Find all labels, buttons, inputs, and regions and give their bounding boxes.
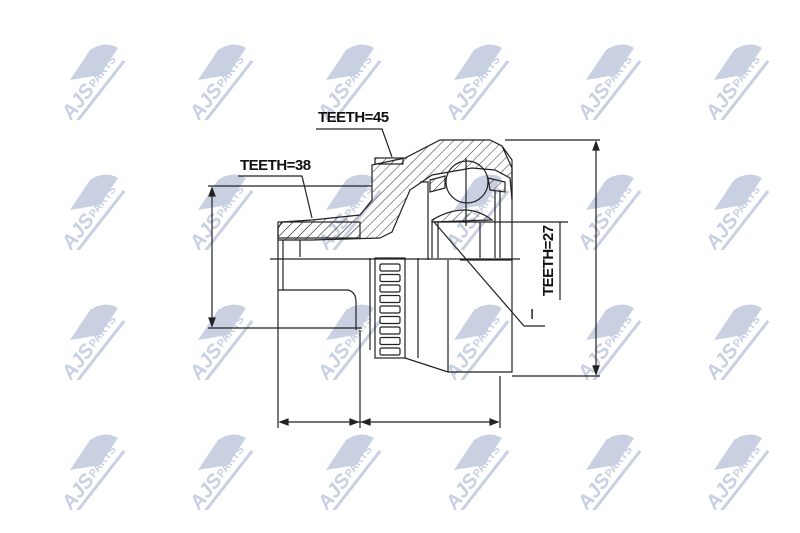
ajs-parts-watermark: AJS PARTS <box>424 20 524 127</box>
ajs-parts-watermark: AJS PARTS <box>684 150 784 257</box>
ajs-parts-watermark: AJS PARTS <box>556 20 656 127</box>
ajs-parts-watermark: AJS PARTS <box>684 20 784 127</box>
ajs-parts-watermark: AJS PARTS <box>556 410 656 517</box>
ajs-parts-watermark: AJS PARTS <box>168 20 268 127</box>
ajs-parts-watermark: AJS PARTS <box>168 280 268 387</box>
teeth-45-label: TEETH=45 <box>318 109 389 126</box>
teeth-27-label: TEETH=27 <box>540 225 557 296</box>
teeth-38-label: TEETH=38 <box>240 157 311 174</box>
ajs-parts-watermark: AJS PARTS <box>40 410 140 517</box>
ajs-parts-watermark: AJS PARTS <box>684 280 784 387</box>
ajs-parts-watermark: AJS PARTS <box>40 280 140 387</box>
ajs-parts-watermark: AJS PARTS <box>684 410 784 517</box>
ajs-parts-watermark: AJS PARTS <box>556 280 656 387</box>
ajs-parts-watermark: AJS PARTS <box>40 20 140 127</box>
ajs-parts-watermark: AJS PARTS <box>168 410 268 517</box>
ajs-parts-watermark: AJS PARTS <box>556 150 656 257</box>
ajs-parts-watermark: AJS PARTS <box>296 410 396 517</box>
ajs-parts-watermark: AJS PARTS <box>296 20 396 127</box>
ajs-parts-watermark: AJS PARTS <box>424 410 524 517</box>
ajs-parts-watermark: AJS PARTS <box>40 150 140 257</box>
callout-label: I <box>530 306 534 323</box>
ajs-parts-watermark: AJS PARTS <box>168 150 268 257</box>
